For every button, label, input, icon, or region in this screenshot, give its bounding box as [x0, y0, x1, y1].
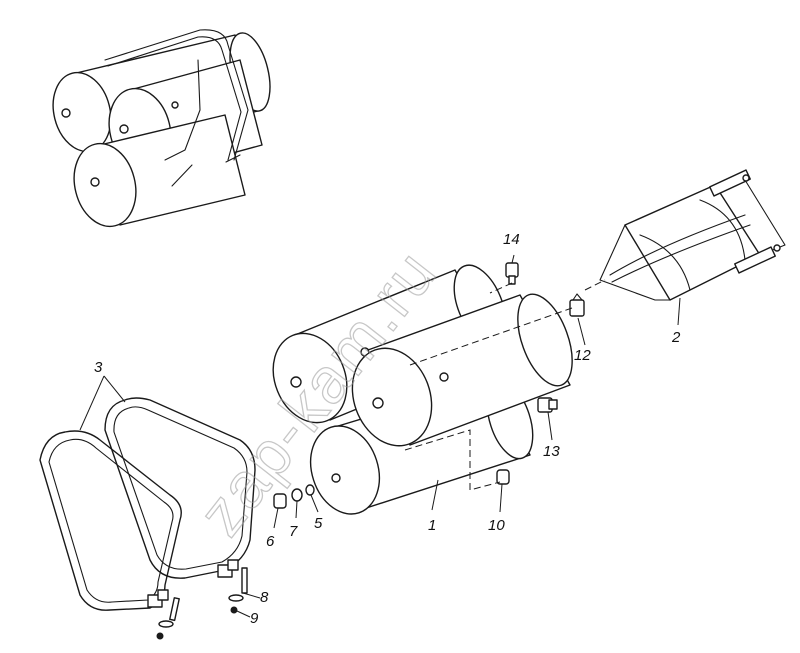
leader-5: [310, 494, 319, 513]
callout-10: 10: [488, 517, 505, 534]
leader-12: [577, 317, 586, 346]
dashed-line-12: [409, 307, 573, 366]
leader-9: [236, 610, 251, 618]
receiver-front: [351, 293, 573, 447]
leader-8: [242, 592, 261, 599]
assembled-receiver-bottom: [73, 114, 246, 228]
callout-3: 3: [94, 359, 103, 376]
leader-6: [273, 507, 279, 529]
plug-10: [496, 469, 510, 485]
strap-clamp-right: [217, 559, 239, 578]
plug-6: [273, 493, 287, 509]
callout-2: 2: [671, 329, 681, 346]
nut-9: [230, 606, 238, 614]
leader-3b: [103, 375, 126, 403]
leader-2: [677, 297, 681, 326]
drain-valve-14: [505, 262, 519, 285]
callout-5: 5: [314, 515, 323, 532]
strap-front: [39, 430, 182, 611]
callout-12: 12: [574, 347, 591, 364]
leader-13: [547, 411, 553, 441]
leader-3a: [79, 375, 105, 431]
washer-5: [305, 484, 315, 496]
dashed-line-10: [404, 429, 501, 491]
dashed-line-14: [489, 282, 513, 294]
leader-14: [511, 254, 515, 264]
bracket: [599, 169, 786, 301]
strap-rear: [104, 397, 256, 579]
callout-6: 6: [266, 533, 275, 550]
valve-13: [537, 397, 558, 413]
callout-13: 13: [543, 443, 560, 460]
callout-1: 1: [428, 517, 436, 534]
bolt-left: [156, 597, 180, 640]
callout-8: 8: [260, 589, 269, 606]
dashed-line-2: [584, 279, 606, 291]
strap-clamp-left: [147, 589, 169, 608]
washer-7: [291, 488, 303, 502]
assembled-view: [52, 29, 271, 228]
callout-9: 9: [250, 610, 259, 627]
callout-14: 14: [503, 231, 520, 248]
valve-12: [569, 293, 585, 317]
leader-7: [295, 500, 298, 519]
leader-10: [499, 483, 503, 513]
leader-1: [431, 479, 439, 511]
callout-7: 7: [289, 523, 298, 540]
